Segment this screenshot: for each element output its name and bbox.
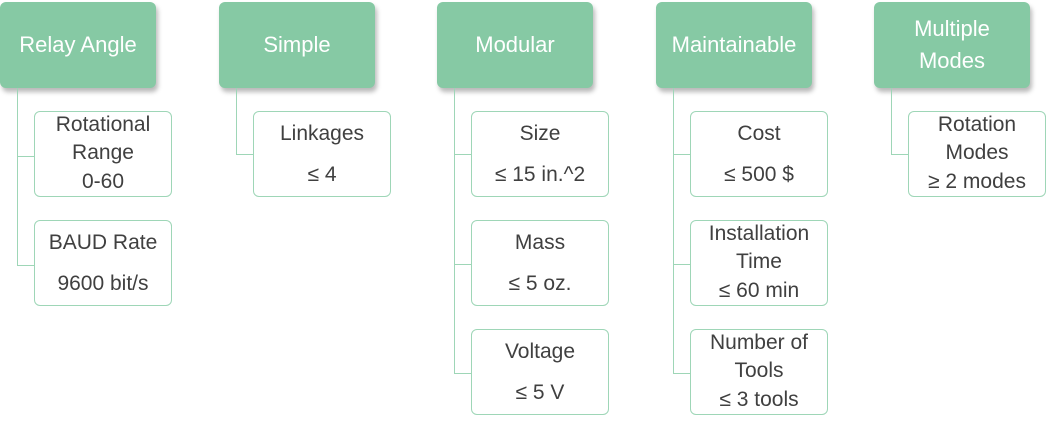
header-simple: Simple [219, 2, 375, 88]
column-modular: Modular Size ≤ 15 in.^2 Mass ≤ 5 oz. Vol… [437, 0, 617, 424]
requirement-card-number-of-tools: Number of Tools ≤ 3 tools [690, 329, 828, 415]
requirement-value: ≤ 500 $ [724, 163, 794, 186]
column-simple: Simple Linkages ≤ 4 [219, 0, 399, 424]
header-maintainable: Maintainable [656, 2, 812, 88]
requirement-card-voltage: Voltage ≤ 5 V [471, 329, 609, 415]
connector-horizontal [17, 265, 34, 266]
requirement-value: ≤ 4 [307, 163, 337, 186]
connector-horizontal [673, 373, 690, 374]
connector-vertical [17, 88, 18, 265]
connector-horizontal [454, 264, 471, 265]
requirement-name: Cost [737, 122, 781, 145]
connector-horizontal [454, 373, 471, 374]
requirement-name: Mass [514, 231, 566, 254]
header-multiple-modes: Multiple Modes [874, 2, 1030, 88]
requirement-name: Rotational Range [55, 113, 151, 164]
requirement-card-baud-rate: BAUD Rate 9600 bit/s [34, 220, 172, 306]
requirement-name: Voltage [504, 340, 576, 363]
column-maintainable: Maintainable Cost ≤ 500 $ Installation T… [656, 0, 836, 424]
requirement-value: ≤ 5 V [515, 381, 565, 404]
requirement-value: 0-60 [81, 170, 125, 193]
requirement-name: Linkages [279, 122, 365, 145]
header-modular: Modular [437, 2, 593, 88]
connector-vertical [236, 88, 237, 155]
connector-vertical [891, 88, 892, 155]
requirement-value: ≤ 15 in.^2 [494, 163, 586, 186]
connector-horizontal [17, 156, 34, 157]
requirement-card-size: Size ≤ 15 in.^2 [471, 111, 609, 197]
requirement-name: Number of Tools [709, 331, 809, 382]
connector-horizontal [673, 154, 690, 155]
requirement-value: ≤ 5 oz. [508, 272, 572, 295]
requirement-name: BAUD Rate [48, 231, 158, 254]
requirement-value: ≤ 3 tools [719, 388, 799, 411]
requirement-card-installation-time: Installation Time ≤ 60 min [690, 220, 828, 306]
connector-vertical [673, 88, 674, 374]
column-multiple-modes: Multiple Modes Rotation Modes ≥ 2 modes [874, 0, 1050, 424]
connector-horizontal [891, 154, 908, 155]
requirement-name: Rotation Modes [937, 113, 1017, 164]
column-relay-angle: Relay Angle Rotational Range 0-60 BAUD R… [0, 0, 180, 424]
requirement-value: 9600 bit/s [57, 272, 149, 295]
requirement-card-mass: Mass ≤ 5 oz. [471, 220, 609, 306]
requirement-card-linkages: Linkages ≤ 4 [253, 111, 391, 197]
connector-horizontal [673, 264, 690, 265]
requirement-name: Size [519, 122, 561, 145]
requirement-card-cost: Cost ≤ 500 $ [690, 111, 828, 197]
connector-horizontal [236, 154, 253, 155]
requirement-card-rotational-range: Rotational Range 0-60 [34, 111, 172, 197]
requirement-name: Installation Time [708, 222, 810, 273]
requirement-value: ≥ 2 modes [928, 170, 1026, 193]
connector-horizontal [454, 154, 471, 155]
header-relay-angle: Relay Angle [0, 2, 156, 88]
connector-vertical [454, 88, 455, 374]
requirement-value: ≤ 60 min [718, 279, 800, 302]
requirement-card-rotation-modes: Rotation Modes ≥ 2 modes [908, 111, 1046, 197]
